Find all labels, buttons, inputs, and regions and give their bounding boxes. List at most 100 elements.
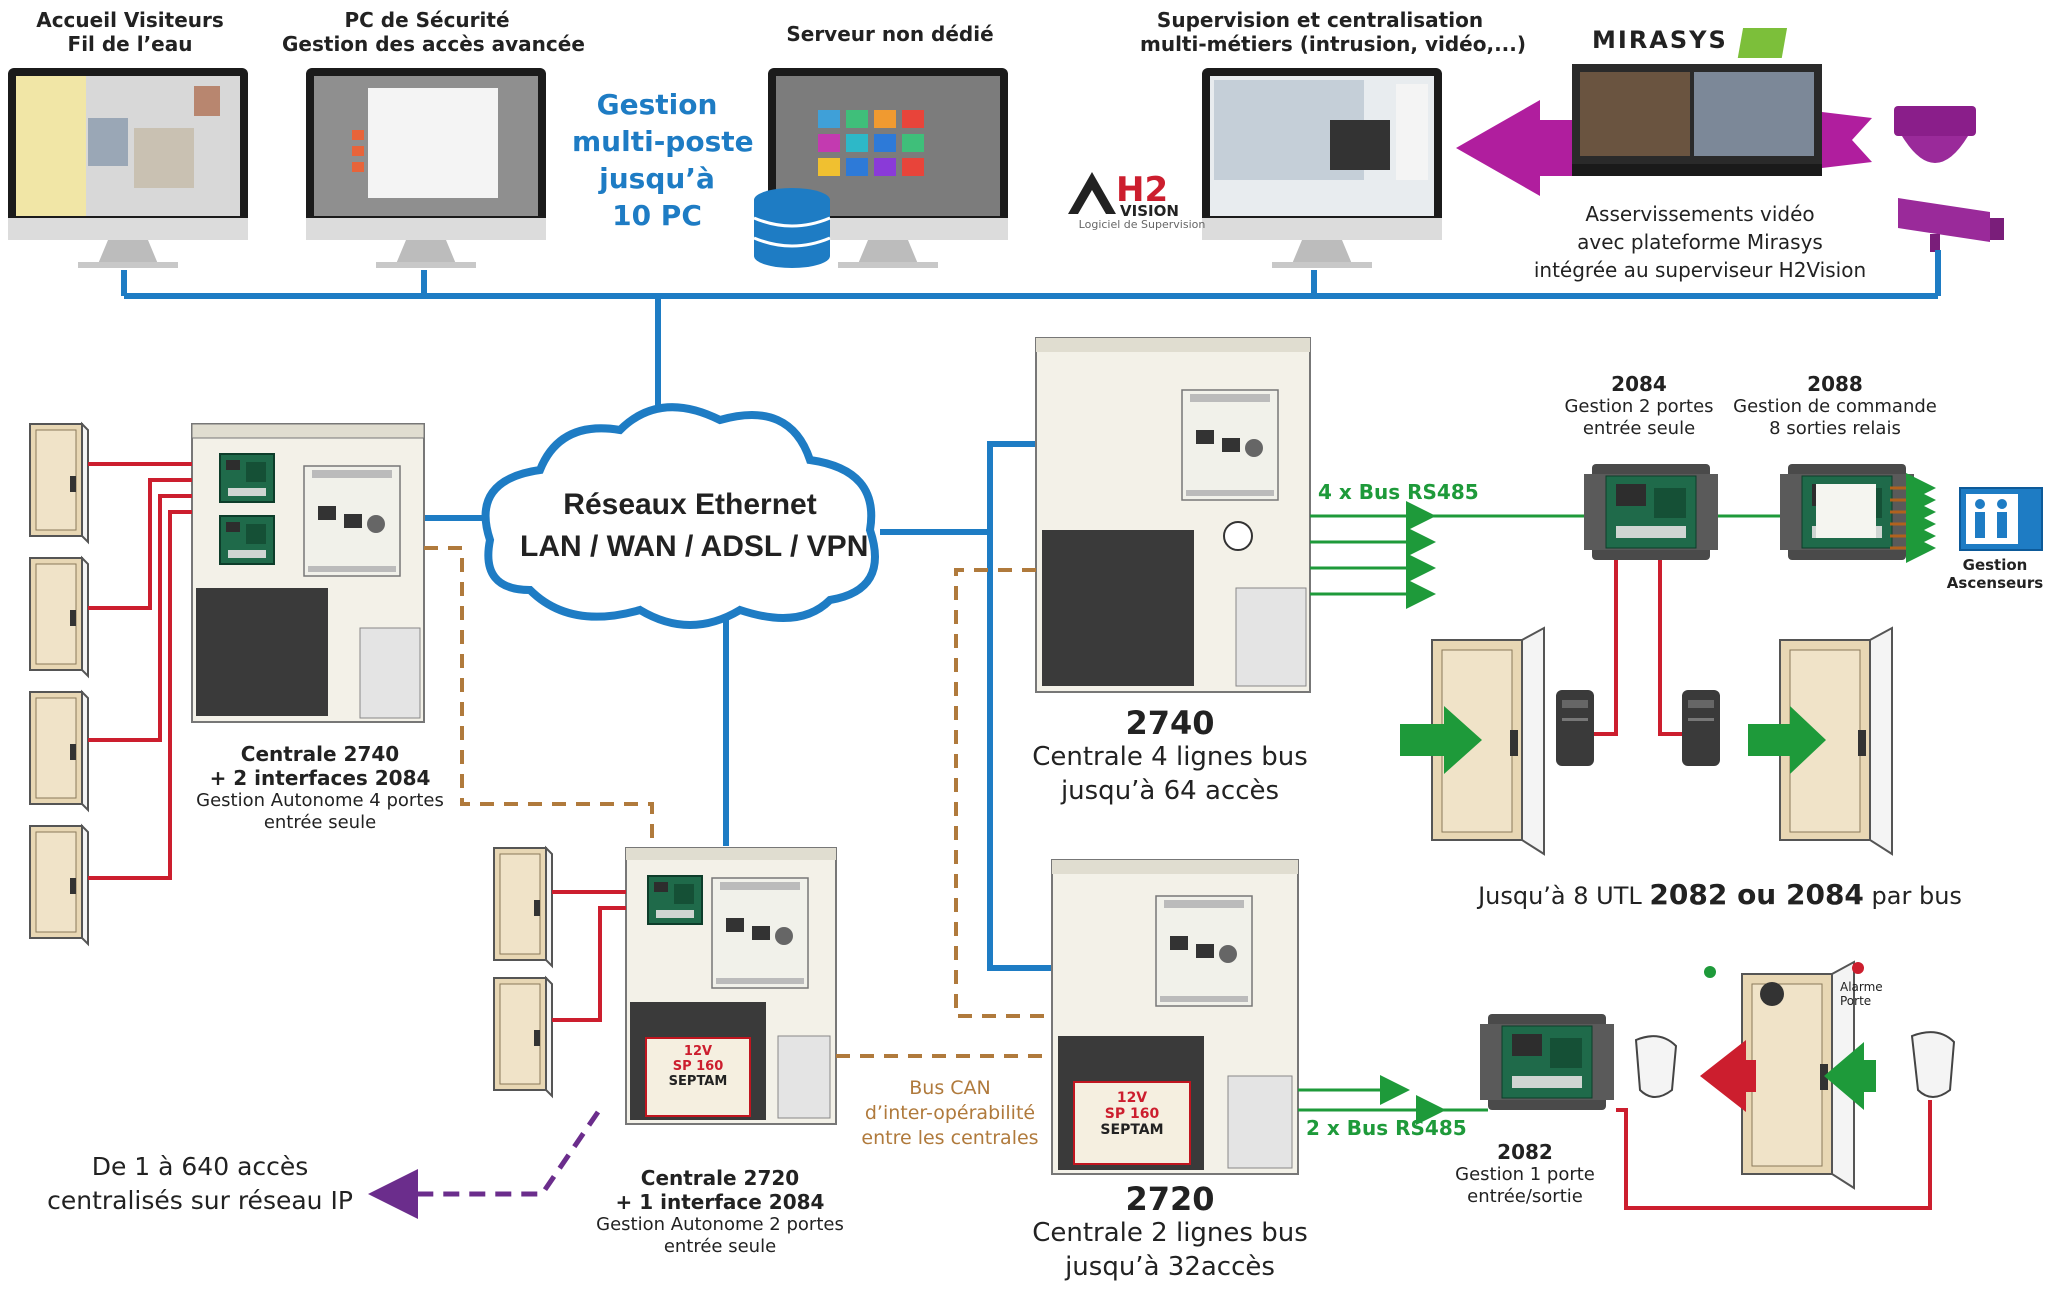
elevator-icon xyxy=(1959,487,2043,551)
m2082-num: 2082 xyxy=(1497,1140,1553,1164)
ascenseurs-line: Gestion xyxy=(1962,556,2028,574)
m2084-num: 2084 xyxy=(1611,372,1667,396)
m2088-num: 2088 xyxy=(1807,372,1863,396)
alarme-label: Alarme Porte xyxy=(1840,980,1900,1009)
c2740-left-l1: Centrale 2740 xyxy=(240,742,400,766)
arrow-icon xyxy=(1748,706,1826,774)
multiposte-line: jusqu’à xyxy=(599,162,715,195)
door-icon xyxy=(493,977,553,1097)
c2740-main-l1: Centrale 4 lignes bus xyxy=(1032,742,1308,772)
m2088-l2: 8 sorties relais xyxy=(1769,417,1901,439)
utl-prefix: Jusqu’à 8 UTL xyxy=(1478,882,1650,910)
bullet-camera-icon xyxy=(1898,198,2004,252)
pc4-line2: multi-métiers (intrusion, vidéo,...) xyxy=(1140,32,1527,56)
h2-logo: H2 xyxy=(1116,170,1169,210)
c2720-main-l2: jusqu’à 32accès xyxy=(1065,1252,1275,1282)
c2720-left-l1: Centrale 2720 xyxy=(640,1166,800,1190)
utl-suffix: par bus xyxy=(1863,882,1962,910)
door-icon xyxy=(29,691,89,811)
c2740-main-l2: jusqu’à 64 accès xyxy=(1060,776,1280,806)
c2740-left-l3: Gestion Autonome 4 portes xyxy=(196,790,444,811)
m2082-l2: entrée/sortie xyxy=(1467,1185,1583,1207)
card-reader-icon xyxy=(1634,1035,1678,1098)
dome-camera-icon xyxy=(1894,106,1976,163)
multiposte-label: Gestion multi-poste jusqu’à 10 PC xyxy=(572,86,754,234)
battery-label: 12V SP 160 SEPTAM xyxy=(648,1044,748,1089)
ip-line: centralisés sur réseau IP xyxy=(47,1186,353,1215)
card-reader-icon xyxy=(1682,690,1720,766)
pc2-line1: PC de Sécurité xyxy=(344,8,510,32)
buscan-line: entre les centrales xyxy=(861,1127,1039,1149)
h2-logo-caption: Logiciel de Supervision xyxy=(1078,218,1206,231)
pc1-line2: Fil de l’eau xyxy=(67,32,193,56)
m2082-label: 2082 Gestion 1 porte entrée/sortie xyxy=(1440,1140,1610,1207)
c2720-main-l1: Centrale 2 lignes bus xyxy=(1032,1218,1308,1248)
c2720-main-num: 2720 xyxy=(1125,1180,1215,1218)
door-icon xyxy=(29,423,89,543)
utl-bold: 2082 ou 2084 xyxy=(1649,878,1864,911)
video-caption-line: Asservissements vidéo xyxy=(1585,202,1815,226)
m2082-l1: Gestion 1 porte xyxy=(1455,1164,1595,1185)
ip-line: De 1 à 640 accès xyxy=(91,1152,309,1181)
mirasys-logo: MIRASYS xyxy=(1592,26,1728,54)
battery-voltage: 12V xyxy=(1116,1090,1148,1106)
m2088-label: 2088 Gestion de commande 8 sorties relai… xyxy=(1730,372,1940,439)
buscan-line: d’inter-opérabilité xyxy=(864,1102,1036,1124)
alarme-line: Porte xyxy=(1840,994,1872,1009)
pc4-line1: Supervision et centralisation xyxy=(1156,8,1484,32)
pc1-line1: Accueil Visiteurs xyxy=(36,8,224,32)
arrow-icon xyxy=(1700,1040,1756,1112)
cloud-icon xyxy=(481,403,879,629)
video-caption-line: intégrée au superviseur H2Vision xyxy=(1533,258,1867,282)
c2720-left-label: Centrale 2720 + 1 interface 2084 Gestion… xyxy=(580,1166,860,1257)
pc3-title: Serveur non dédié xyxy=(786,22,994,46)
video-caption: Asservissements vidéo avec plateforme Mi… xyxy=(1520,200,1880,284)
c2740-left-label: Centrale 2740 + 2 interfaces 2084 Gestio… xyxy=(180,742,460,833)
battery-brand: SEPTAM xyxy=(668,1074,728,1089)
cloud-label: Réseaux Ethernet LAN / WAN / ADSL / VPN xyxy=(520,484,869,568)
door-icon xyxy=(493,847,553,967)
bus4-label: 4 x Bus RS485 xyxy=(1318,480,1479,504)
alarme-line: Alarme xyxy=(1840,980,1883,994)
card-reader-icon xyxy=(1910,1031,1956,1098)
buscan-label: Bus CAN d’inter-opérabilité entre les ce… xyxy=(840,1076,1060,1151)
pc4-title: Supervision et centralisation multi-méti… xyxy=(1140,8,1527,56)
c2740-main-label: 2740 Centrale 4 lignes bus jusqu’à 64 ac… xyxy=(1020,706,1320,808)
c2740-main-num: 2740 xyxy=(1125,704,1215,742)
c2720-main-label: 2720 Centrale 2 lignes bus jusqu’à 32acc… xyxy=(1020,1182,1320,1284)
ascenseurs-line: Ascenseurs xyxy=(1946,574,2044,592)
utl-label: Jusqu’à 8 UTL 2082 ou 2084 par bus xyxy=(1440,878,2000,912)
c2720-left-l2: + 1 interface 2084 xyxy=(615,1190,825,1214)
arrow-icon xyxy=(1824,1042,1876,1110)
m2084-label: 2084 Gestion 2 portes entrée seule xyxy=(1548,372,1730,439)
pc2-title: PC de Sécurité Gestion des accès avancée xyxy=(282,8,585,56)
pc1-title: Accueil Visiteurs Fil de l’eau xyxy=(30,8,230,56)
c2720-left-l4: entrée seule xyxy=(663,1235,777,1257)
bus2-label: 2 x Bus RS485 xyxy=(1306,1116,1467,1140)
m2084-l2: entrée seule xyxy=(1582,417,1696,439)
video-caption-line: avec plateforme Mirasys xyxy=(1577,230,1823,254)
battery-voltage: 12V xyxy=(683,1044,713,1059)
cloud-line1: Réseaux Ethernet xyxy=(563,488,817,521)
pc2-line2: Gestion des accès avancée xyxy=(282,32,585,56)
m2088-l1: Gestion de commande xyxy=(1733,396,1937,417)
cloud-line2: LAN / WAN / ADSL / VPN xyxy=(520,530,869,563)
database-icon xyxy=(753,188,831,268)
c2720-left-l3: Gestion Autonome 2 portes xyxy=(596,1214,844,1235)
battery-label: 12V SP 160 SEPTAM xyxy=(1082,1090,1182,1138)
ip-label: De 1 à 640 accès centralisés sur réseau … xyxy=(40,1150,360,1218)
battery-model: SP 160 xyxy=(672,1059,724,1074)
multiposte-line: multi-poste xyxy=(572,125,754,158)
arrow-icon xyxy=(1400,706,1482,774)
ascenseurs-label: Gestion Ascenseurs xyxy=(1940,556,2048,592)
battery-model: SP 160 xyxy=(1104,1106,1160,1122)
c2740-left-l4: entrée seule xyxy=(263,811,377,833)
c2740-left-l2: + 2 interfaces 2084 xyxy=(209,766,431,790)
card-reader-icon xyxy=(1556,690,1594,766)
battery-brand: SEPTAM xyxy=(1100,1122,1164,1138)
door-icon xyxy=(29,825,89,945)
door-icon xyxy=(29,557,89,677)
h2-logo-sub: VISION xyxy=(1120,202,1179,220)
